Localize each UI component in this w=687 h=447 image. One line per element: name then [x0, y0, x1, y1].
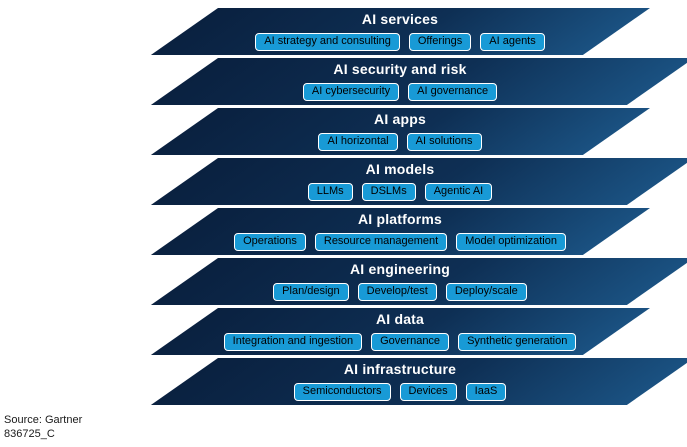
pill-agentic-ai: Agentic AI	[424, 183, 493, 201]
layer-title: AI apps	[374, 111, 426, 127]
pill-operations: Operations	[234, 233, 306, 251]
layer-title: AI platforms	[357, 211, 443, 227]
layer-title: AI engineering	[349, 261, 451, 277]
pill-iaas: IaaS	[465, 383, 507, 401]
pill-devices: Devices	[399, 383, 457, 401]
pill-ai-strategy-and-consulting: AI strategy and consulting	[255, 33, 400, 51]
footer: Source: Gartner 836725_C	[4, 413, 82, 441]
pill-dslms: DSLMs	[361, 183, 416, 201]
pill-model-optimization: Model optimization	[456, 233, 566, 251]
pill-row: Plan/design Develop/test Deploy/scale	[110, 281, 687, 301]
pill-ai-horizontal: AI horizontal	[318, 133, 398, 151]
layer-content-ai-apps: AI apps AI horizontal AI solutions	[110, 108, 687, 155]
source-text: Source: Gartner	[4, 414, 83, 426]
pill-llms: LLMs	[307, 183, 353, 201]
pill-ai-governance: AI governance	[408, 83, 498, 101]
pill-develop-test: Develop/test	[357, 283, 437, 301]
pill-row: AI cybersecurity AI governance	[110, 81, 687, 101]
layer-title: AI infrastructure	[343, 361, 457, 377]
pill-synthetic-generation: Synthetic generation	[458, 333, 577, 351]
pill-row: Integration and ingestion Governance Synth…	[110, 331, 687, 351]
pill-governance: Governance	[371, 333, 450, 351]
pill-row: AI horizontal AI solutions	[110, 131, 687, 151]
layer-content-ai-security-and-risk: AI security and risk AI cybersecurity AI g…	[110, 58, 687, 105]
pill-ai-agents: AI agents	[480, 33, 545, 51]
pill-row: AI strategy and consulting Offerings AI ag…	[110, 31, 687, 51]
pill-row: Operations Resource management Model optim…	[110, 231, 687, 251]
pill-semiconductors: Semiconductors	[293, 383, 391, 401]
pill-resource-management: Resource management	[314, 233, 448, 251]
pill-row: Semiconductors Devices IaaS	[110, 381, 687, 401]
pill-plan-design: Plan/design	[273, 283, 349, 301]
pill-row: LLMs DSLMs Agentic AI	[110, 181, 687, 201]
pill-deploy-scale: Deploy/scale	[445, 283, 527, 301]
layer-content-ai-services: AI services AI strategy and consulting Off…	[110, 8, 687, 55]
pill-offerings: Offerings	[408, 33, 472, 51]
layer-title: AI models	[365, 161, 435, 177]
layer-title: AI data	[375, 311, 425, 327]
layer-title: AI security and risk	[333, 61, 467, 77]
pill-integration-and-ingestion: Integration and ingestion	[223, 333, 363, 351]
document-id: 836725_C	[4, 428, 55, 440]
pill-ai-cybersecurity: AI cybersecurity	[302, 83, 400, 101]
layer-title: AI services	[361, 11, 439, 27]
pill-ai-solutions: AI solutions	[406, 133, 482, 151]
